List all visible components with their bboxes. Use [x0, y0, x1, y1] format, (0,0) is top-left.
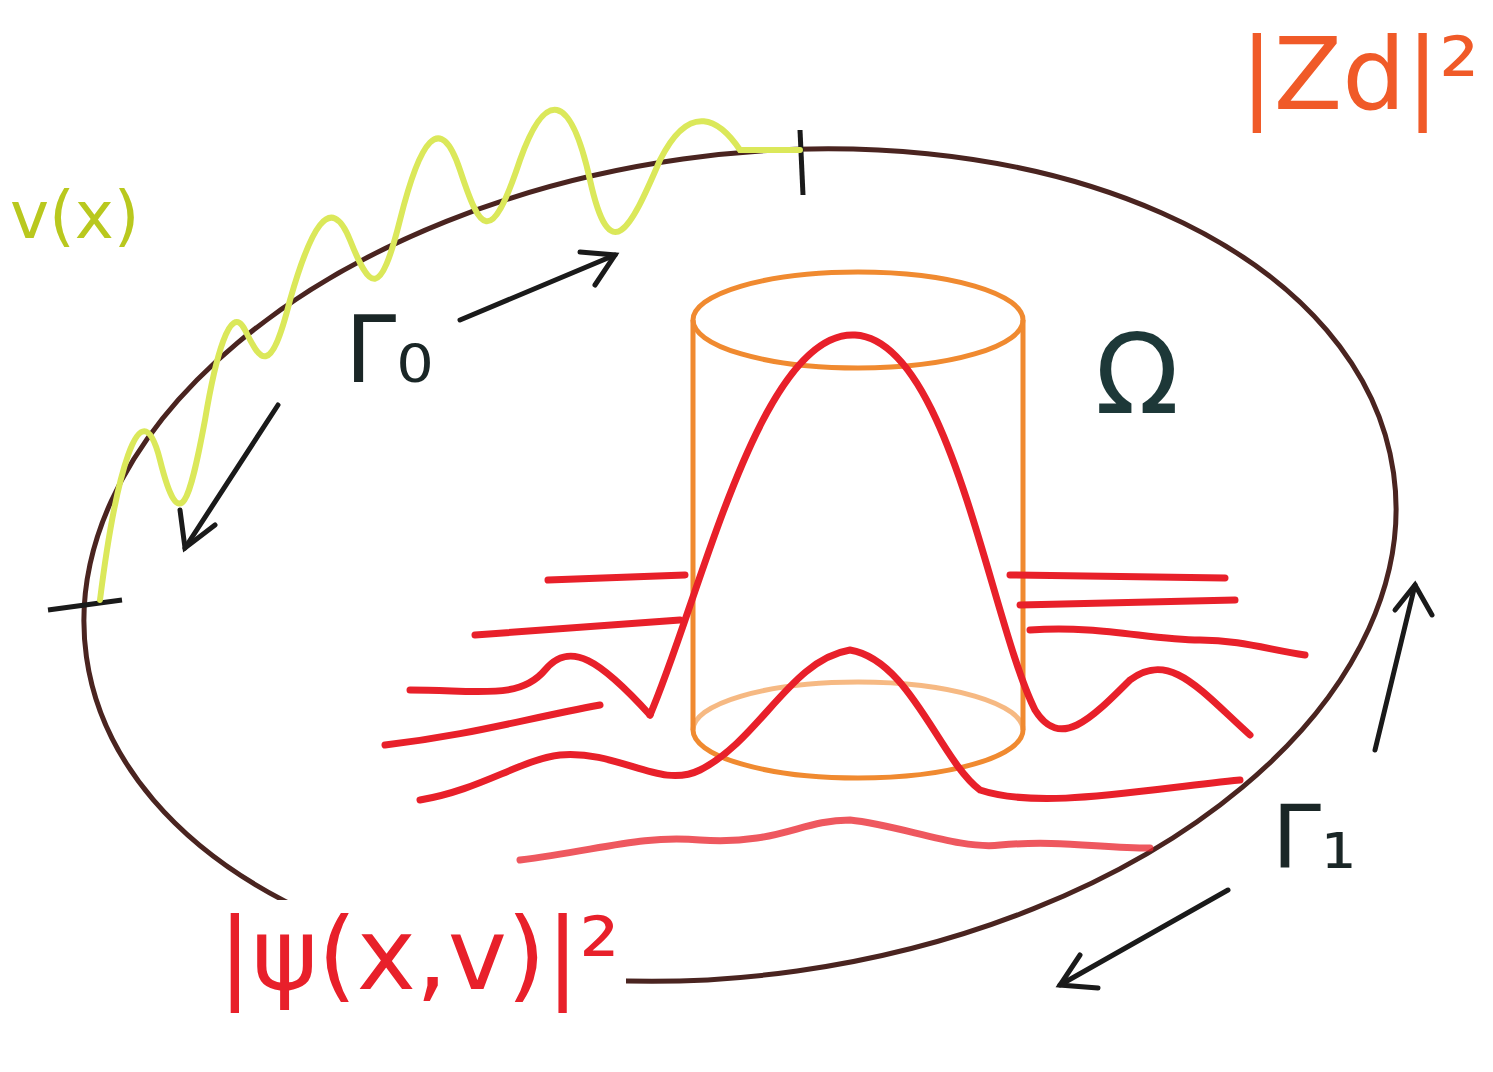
boundary-mark	[800, 130, 803, 195]
boundary-mark	[48, 600, 122, 610]
domain-boundary	[29, 67, 1450, 1063]
control-label: v(x)	[10, 180, 140, 253]
boundary-label: Γ₁	[1272, 790, 1356, 887]
state-label: |ψ(x,v)|²	[212, 900, 626, 1010]
orientation-arrows	[180, 252, 1432, 988]
domain-label: Ω	[1095, 315, 1179, 436]
target-label: |Zd|²	[1240, 20, 1479, 130]
boundary-label: Γ₀	[345, 300, 433, 401]
